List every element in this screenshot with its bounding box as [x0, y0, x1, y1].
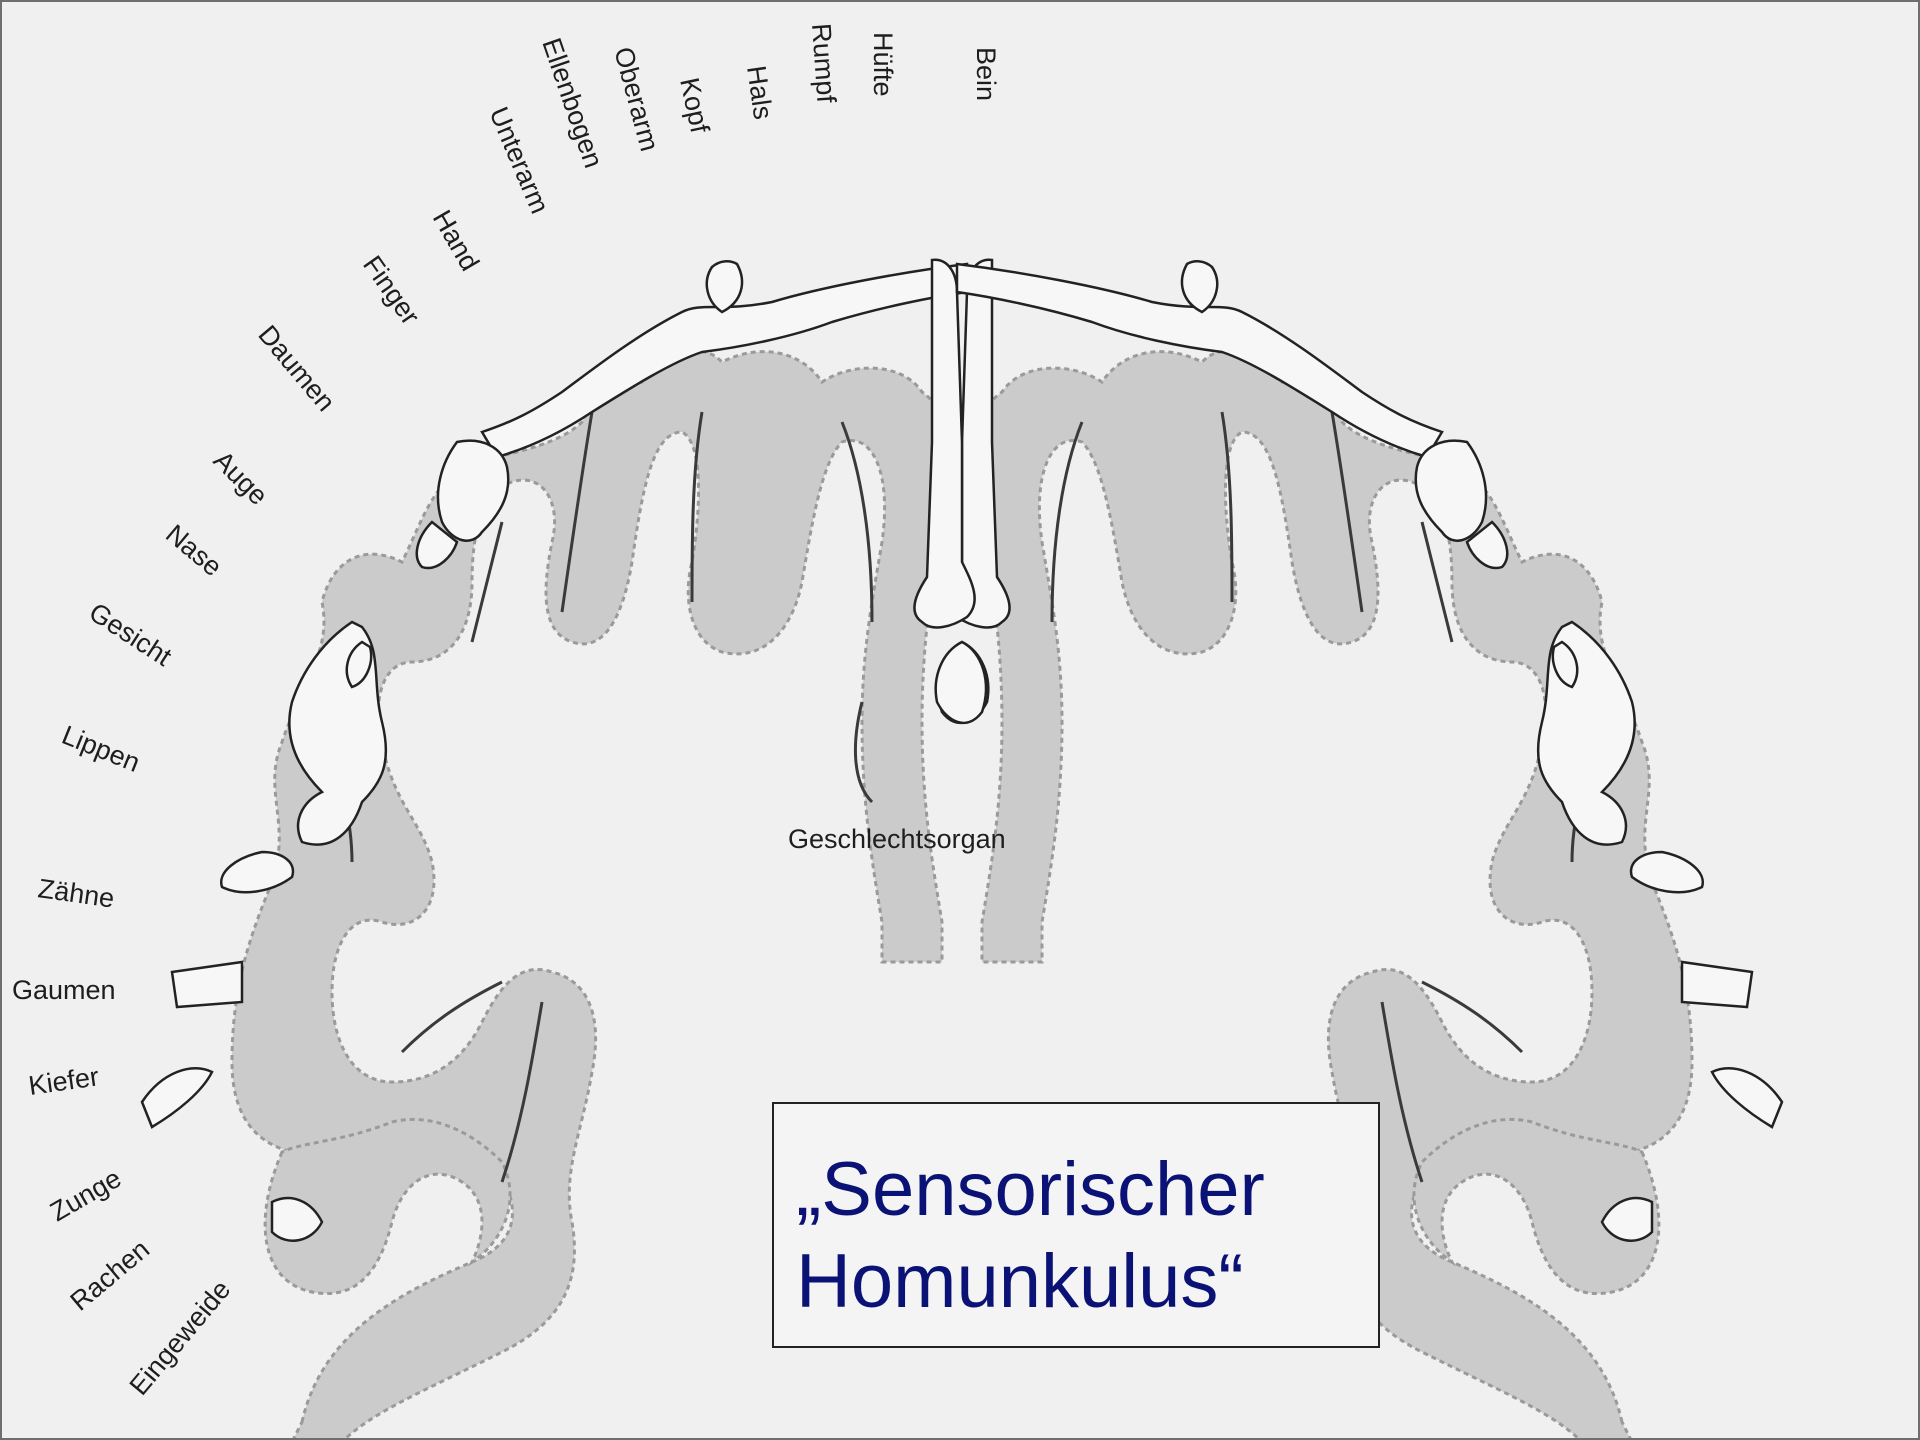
label-kiefer: Kiefer: [27, 1061, 101, 1101]
label-kopf: Kopf: [674, 75, 715, 136]
label-zunge: Zunge: [45, 1163, 126, 1227]
label-hand: Hand: [427, 205, 485, 276]
left-sulcus-3: [472, 522, 502, 642]
label-auge: Auge: [208, 445, 274, 511]
right-tongue: [1712, 1068, 1782, 1127]
label-hals: Hals: [741, 64, 778, 122]
right-head-top: [1182, 261, 1217, 312]
right-hand: [1416, 441, 1486, 541]
left-sulcus-4: [842, 422, 872, 622]
label-eingeweide: Eingeweide: [124, 1275, 237, 1401]
label-huefte: Hüfte: [868, 32, 898, 97]
left-teeth: [172, 962, 242, 1007]
label-bein: Bein: [971, 47, 1001, 101]
left-hand: [438, 441, 508, 541]
right-sulcus-3: [1422, 522, 1452, 642]
label-rachen: Rachen: [65, 1234, 156, 1317]
right-teeth: [1682, 962, 1752, 1007]
label-finger: Finger: [357, 250, 425, 330]
label-unterarm: Unterarm: [483, 103, 555, 218]
label-daumen: Daumen: [252, 320, 341, 417]
left-head-top: [707, 261, 742, 312]
label-gesicht: Gesicht: [84, 597, 178, 672]
label-rumpf: Rumpf: [806, 22, 842, 104]
label-lippen: Lippen: [58, 720, 144, 778]
title-line-2: Homunkulus“: [796, 1236, 1378, 1328]
left-tongue: [142, 1068, 212, 1127]
label-ellenbogen: Ellenbogen: [536, 34, 608, 172]
label-gaumen: Gaumen: [12, 975, 116, 1005]
title-box: „Sensorischer Homunkulus“: [772, 1102, 1380, 1348]
label-oberarm: Oberarm: [608, 44, 665, 155]
title-line-1: „Sensorischer: [796, 1144, 1378, 1236]
right-sulcus-4: [1052, 422, 1082, 622]
label-zaehne: Zähne: [36, 873, 116, 913]
label-geschlechtsorgan: Geschlechtsorgan: [788, 824, 1006, 854]
label-nase: Nase: [160, 519, 228, 582]
